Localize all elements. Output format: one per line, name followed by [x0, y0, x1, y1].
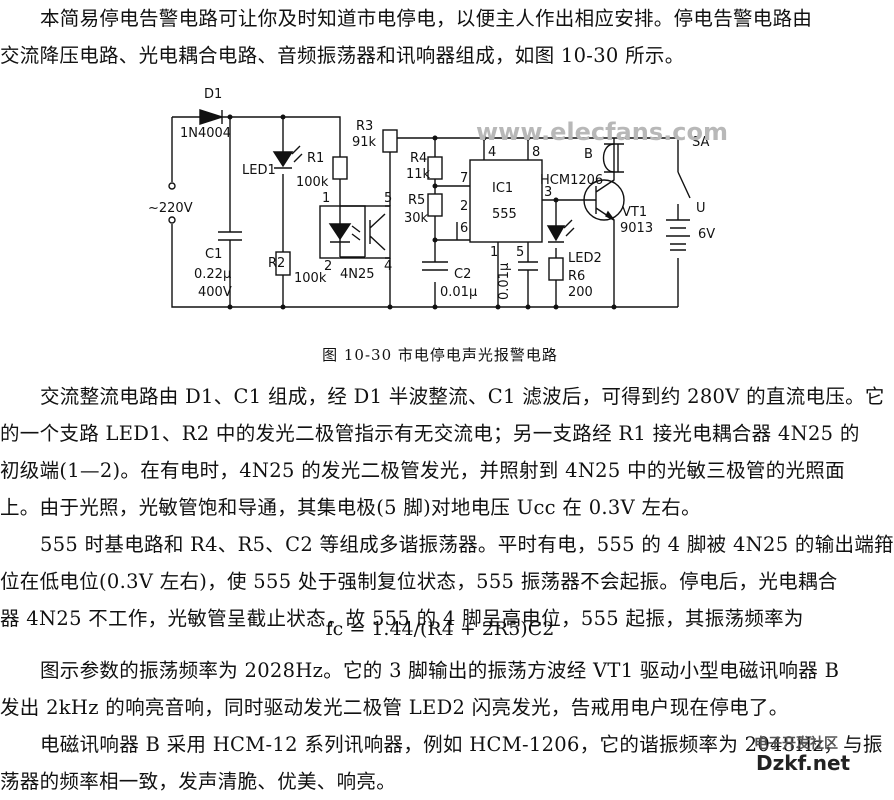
label-ic1: IC1	[492, 181, 513, 196]
label-r1: R1	[307, 151, 324, 166]
label-r4-value: 11k	[406, 167, 431, 182]
label-opto: 4N25	[340, 267, 375, 282]
label-buzzer: B	[584, 147, 593, 162]
label-c1-voltage: 400V	[198, 285, 232, 300]
paragraph-frequency: 图示参数的振荡频率为 2028Hz。它的 3 脚输出的振荡方波经 VT1 驱动小…	[0, 652, 878, 726]
frequency-formula: fc = 1.44/(R4 + 2R5)C2	[325, 618, 555, 640]
figure-caption: 图 10-30 市电停电声光报警电路	[322, 346, 558, 364]
text-line: 交流降压电路、光电耦合电路、音频振荡器和讯响器组成，如图 10-30 所示。	[0, 44, 685, 67]
watermark-text: www.elecfans.com	[476, 118, 728, 146]
paragraph-rectifier: 交流整流电路由 D1、C1 组成，经 D1 半波整流、C1 滤波后，可得到约 2…	[0, 378, 885, 526]
label-switch: SA	[692, 135, 709, 150]
logo-line2: Dzkf.net	[756, 751, 851, 775]
label-c3-value: 0.01μ	[497, 263, 512, 300]
text-line: 图示参数的振荡频率为 2028Hz。它的 3 脚输出的振荡方波经 VT1 驱动小…	[40, 659, 840, 682]
circuit-diagram: D1 1N4004 ~220V C1 0.22μ 400V LED1 R1 10…	[148, 87, 728, 310]
label-opto-pin2: 2	[324, 259, 332, 274]
label-led2: LED2	[568, 251, 602, 266]
paragraph-oscillator: 555 时基电路和 R4、R5、C2 等组成多谐振荡器。平时有电，555 的 4…	[0, 526, 894, 637]
text-line: 初级端(1—2)。在有电时，4N25 的发光二极管发光，并照射到 4N25 中的…	[0, 459, 845, 482]
label-ic-pin6: 6	[460, 221, 468, 236]
label-r4: R4	[410, 151, 427, 166]
text-line: 的一个支路 LED1、R2 中的发光二极管指示有无交流电；另一支路经 R1 接光…	[0, 422, 860, 445]
label-r2-value: 100k	[294, 271, 327, 286]
label-r6-value: 200	[568, 285, 593, 300]
label-ic-pin4: 4	[488, 145, 496, 160]
label-ic1-part: 555	[492, 207, 517, 222]
label-r5-value: 30k	[404, 211, 429, 226]
label-r3-value: 91k	[352, 135, 377, 150]
label-ic-pin1: 1	[490, 245, 498, 260]
label-battery-voltage: 6V	[698, 227, 715, 242]
label-ic-pin3: 3	[544, 185, 552, 200]
label-c1-value: 0.22μ	[194, 267, 231, 282]
text-line: 本简易停电告警电路可让你及时知道市电停电，以便主人作出相应安排。停电告警电路由	[40, 7, 813, 30]
label-r2: R2	[268, 256, 285, 271]
text-line: 发出 2kHz 的响亮音响，同时驱动发光二极管 LED2 闪亮发光，告戒用电户现…	[0, 696, 789, 719]
text-line: 555 时基电路和 R4、R5、C2 等组成多谐振荡器。平时有电，555 的 4…	[40, 533, 894, 556]
label-opto-pin1: 1	[322, 191, 330, 206]
label-r1-value: 100k	[296, 175, 329, 190]
site-logo: 电子开发社区 Dzkf.net	[754, 735, 851, 775]
label-ic-pin8: 8	[532, 145, 540, 160]
label-vt1-part: 9013	[620, 221, 653, 236]
label-r5: R5	[408, 193, 425, 208]
text-line: 电磁讯响器 B 采用 HCM-12 系列讯响器，例如 HCM-1206，它的谐振…	[40, 733, 883, 756]
label-vt1: VT1	[622, 205, 647, 220]
label-ac-source: ~220V	[148, 201, 193, 216]
label-ic-pin7: 7	[460, 171, 468, 186]
label-buzzer-part: HCM1206	[540, 173, 603, 188]
text-line: 交流整流电路由 D1、C1 组成，经 D1 半波整流、C1 滤波后，可得到约 2…	[40, 385, 885, 408]
label-d1: D1	[204, 87, 222, 102]
label-ic-pin2: 2	[460, 199, 468, 214]
paragraph-buzzer: 电磁讯响器 B 采用 HCM-12 系列讯响器，例如 HCM-1206，它的谐振…	[0, 726, 883, 800]
text-line: 位在低电位(0.3V 左右)，使 555 处于强制复位状态，555 振荡器不会起…	[0, 570, 838, 593]
text-line: 荡器的频率相一致，发声清脆、优美、响亮。	[0, 770, 397, 793]
label-opto-pin5: 5	[384, 191, 392, 206]
text-line: 器 4N25 不工作，光敏管呈截止状态，故 555 的 4 脚呈高电位，555 …	[0, 607, 804, 630]
label-c2-value: 0.01μ	[440, 285, 477, 300]
text-line: 上。由于光照，光敏管饱和导通，其集电极(5 脚)对地电压 Ucc 在 0.3V …	[0, 496, 701, 519]
logo-line1: 电子开发社区	[754, 735, 838, 752]
label-ic-pin5: 5	[516, 245, 524, 260]
label-r3: R3	[356, 119, 373, 134]
label-led1: LED1	[242, 163, 276, 178]
label-c2: C2	[454, 267, 471, 282]
paragraph-intro: 本简易停电告警电路可让你及时知道市电停电，以便主人作出相应安排。停电告警电路由 …	[0, 0, 878, 74]
label-c1: C1	[205, 247, 222, 262]
label-r6: R6	[568, 269, 585, 284]
label-d1-part: 1N4004	[180, 126, 231, 141]
label-battery: U	[696, 201, 706, 216]
label-opto-pin4: 4	[384, 259, 392, 274]
